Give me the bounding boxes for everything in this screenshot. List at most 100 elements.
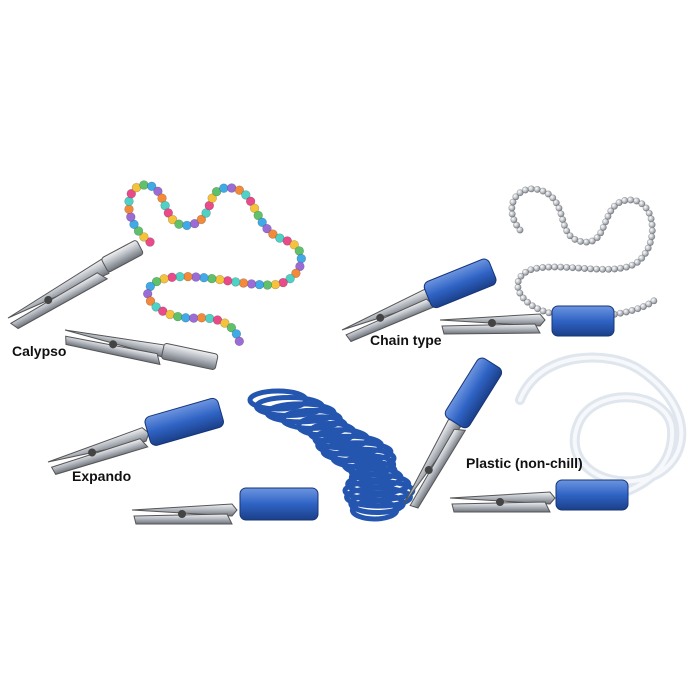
chain-bead xyxy=(593,234,601,242)
chain-bead xyxy=(533,264,541,272)
chain-bead xyxy=(165,309,175,320)
expando-clip-lower xyxy=(131,487,319,525)
chain-bead xyxy=(197,313,207,323)
chain-type-bead-chain xyxy=(508,185,658,320)
chain-bead xyxy=(599,223,607,231)
chain-bead xyxy=(230,277,241,287)
chain-bead xyxy=(257,217,267,228)
chain-bead xyxy=(545,263,553,271)
chain-bead xyxy=(245,196,256,207)
chain-bead xyxy=(126,212,136,222)
chain-bead xyxy=(167,214,178,225)
chain-bead xyxy=(215,274,225,285)
chain-bead xyxy=(219,183,229,193)
chain-bead xyxy=(153,186,163,197)
chain-bead xyxy=(145,237,155,247)
chain-bead xyxy=(616,264,624,272)
calypso-clip-lower xyxy=(64,329,219,370)
chain-bead xyxy=(622,308,630,316)
chain-bead xyxy=(621,197,629,205)
chain-bead xyxy=(650,297,658,305)
chain-bead xyxy=(181,313,191,323)
chain-bead xyxy=(544,190,552,198)
chain-bead xyxy=(220,318,230,328)
chain-type-clip-lower xyxy=(439,305,615,337)
label-expando: Expando xyxy=(72,468,132,484)
chain-bead xyxy=(604,212,612,220)
chain-type-group xyxy=(341,185,658,343)
chain-bead xyxy=(549,194,557,202)
chain-bead xyxy=(296,253,306,264)
chain-bead xyxy=(516,226,524,234)
chain-bead xyxy=(204,313,215,324)
plastic-group xyxy=(403,352,687,513)
chain-bead xyxy=(633,258,641,266)
chain-bead xyxy=(147,181,157,192)
chain-bead xyxy=(238,278,249,288)
chain-bead xyxy=(124,204,134,214)
chain-bead xyxy=(226,323,237,333)
chain-bead xyxy=(196,214,207,225)
chain-bead xyxy=(207,273,217,284)
chain-bead xyxy=(638,254,646,262)
chain-bead xyxy=(282,236,292,246)
chain-bead xyxy=(289,240,299,250)
chain-bead xyxy=(521,268,529,276)
chain-bead xyxy=(645,300,653,308)
chain-bead xyxy=(174,219,184,229)
chain-bead xyxy=(207,193,217,203)
chain-bead xyxy=(582,238,590,246)
expando-clip-upper xyxy=(47,397,224,475)
chain-bead xyxy=(175,272,185,282)
chain-bead xyxy=(126,189,137,199)
chain-bead xyxy=(528,302,536,310)
chain-bead xyxy=(633,197,641,205)
chain-bead xyxy=(254,279,265,290)
coil-loop xyxy=(349,498,400,522)
expando-group xyxy=(47,388,416,525)
chain-bead xyxy=(644,244,652,252)
chain-bead xyxy=(587,265,595,273)
chain-bead xyxy=(552,199,560,207)
chain-bead xyxy=(262,224,272,234)
chain-bead xyxy=(285,274,295,284)
chain-bead xyxy=(291,268,301,278)
plastic-clip-upper xyxy=(403,357,503,509)
chain-bead xyxy=(145,296,156,306)
chain-bead xyxy=(234,185,245,195)
chain-bead xyxy=(190,218,200,229)
chain-bead xyxy=(611,265,619,273)
chain-bead xyxy=(516,289,524,297)
chain-bead xyxy=(622,263,630,271)
chain-bead xyxy=(639,303,647,311)
chain-bead xyxy=(519,294,527,302)
chain-bead xyxy=(539,263,547,271)
calypso-group xyxy=(7,180,306,370)
chain-bead xyxy=(183,271,193,282)
chain-bead xyxy=(521,186,529,194)
chain-bead xyxy=(270,279,281,290)
chain-bead xyxy=(534,305,542,313)
chain-bead xyxy=(563,263,571,271)
chain-bead xyxy=(182,220,192,231)
chain-bead xyxy=(647,215,655,223)
chain-type-clip-upper xyxy=(341,258,497,343)
chain-bead xyxy=(559,216,567,224)
plastic-clip-lower xyxy=(449,479,629,513)
chain-bead xyxy=(539,187,547,195)
chain-bead xyxy=(167,272,177,282)
chain-bead xyxy=(227,183,237,193)
chain-bead xyxy=(139,232,149,242)
chain-bead xyxy=(278,277,288,288)
expando-coiled-cord xyxy=(247,388,416,522)
chain-bead xyxy=(262,280,273,290)
chain-bead xyxy=(139,180,149,190)
chain-bead xyxy=(514,277,522,285)
chain-bead xyxy=(253,210,263,221)
chain-bead xyxy=(627,196,635,204)
chain-bead xyxy=(508,204,516,212)
chain-bead xyxy=(599,265,607,273)
chain-bead xyxy=(234,336,245,346)
chain-bead xyxy=(510,216,518,224)
chain-bead xyxy=(173,311,183,322)
